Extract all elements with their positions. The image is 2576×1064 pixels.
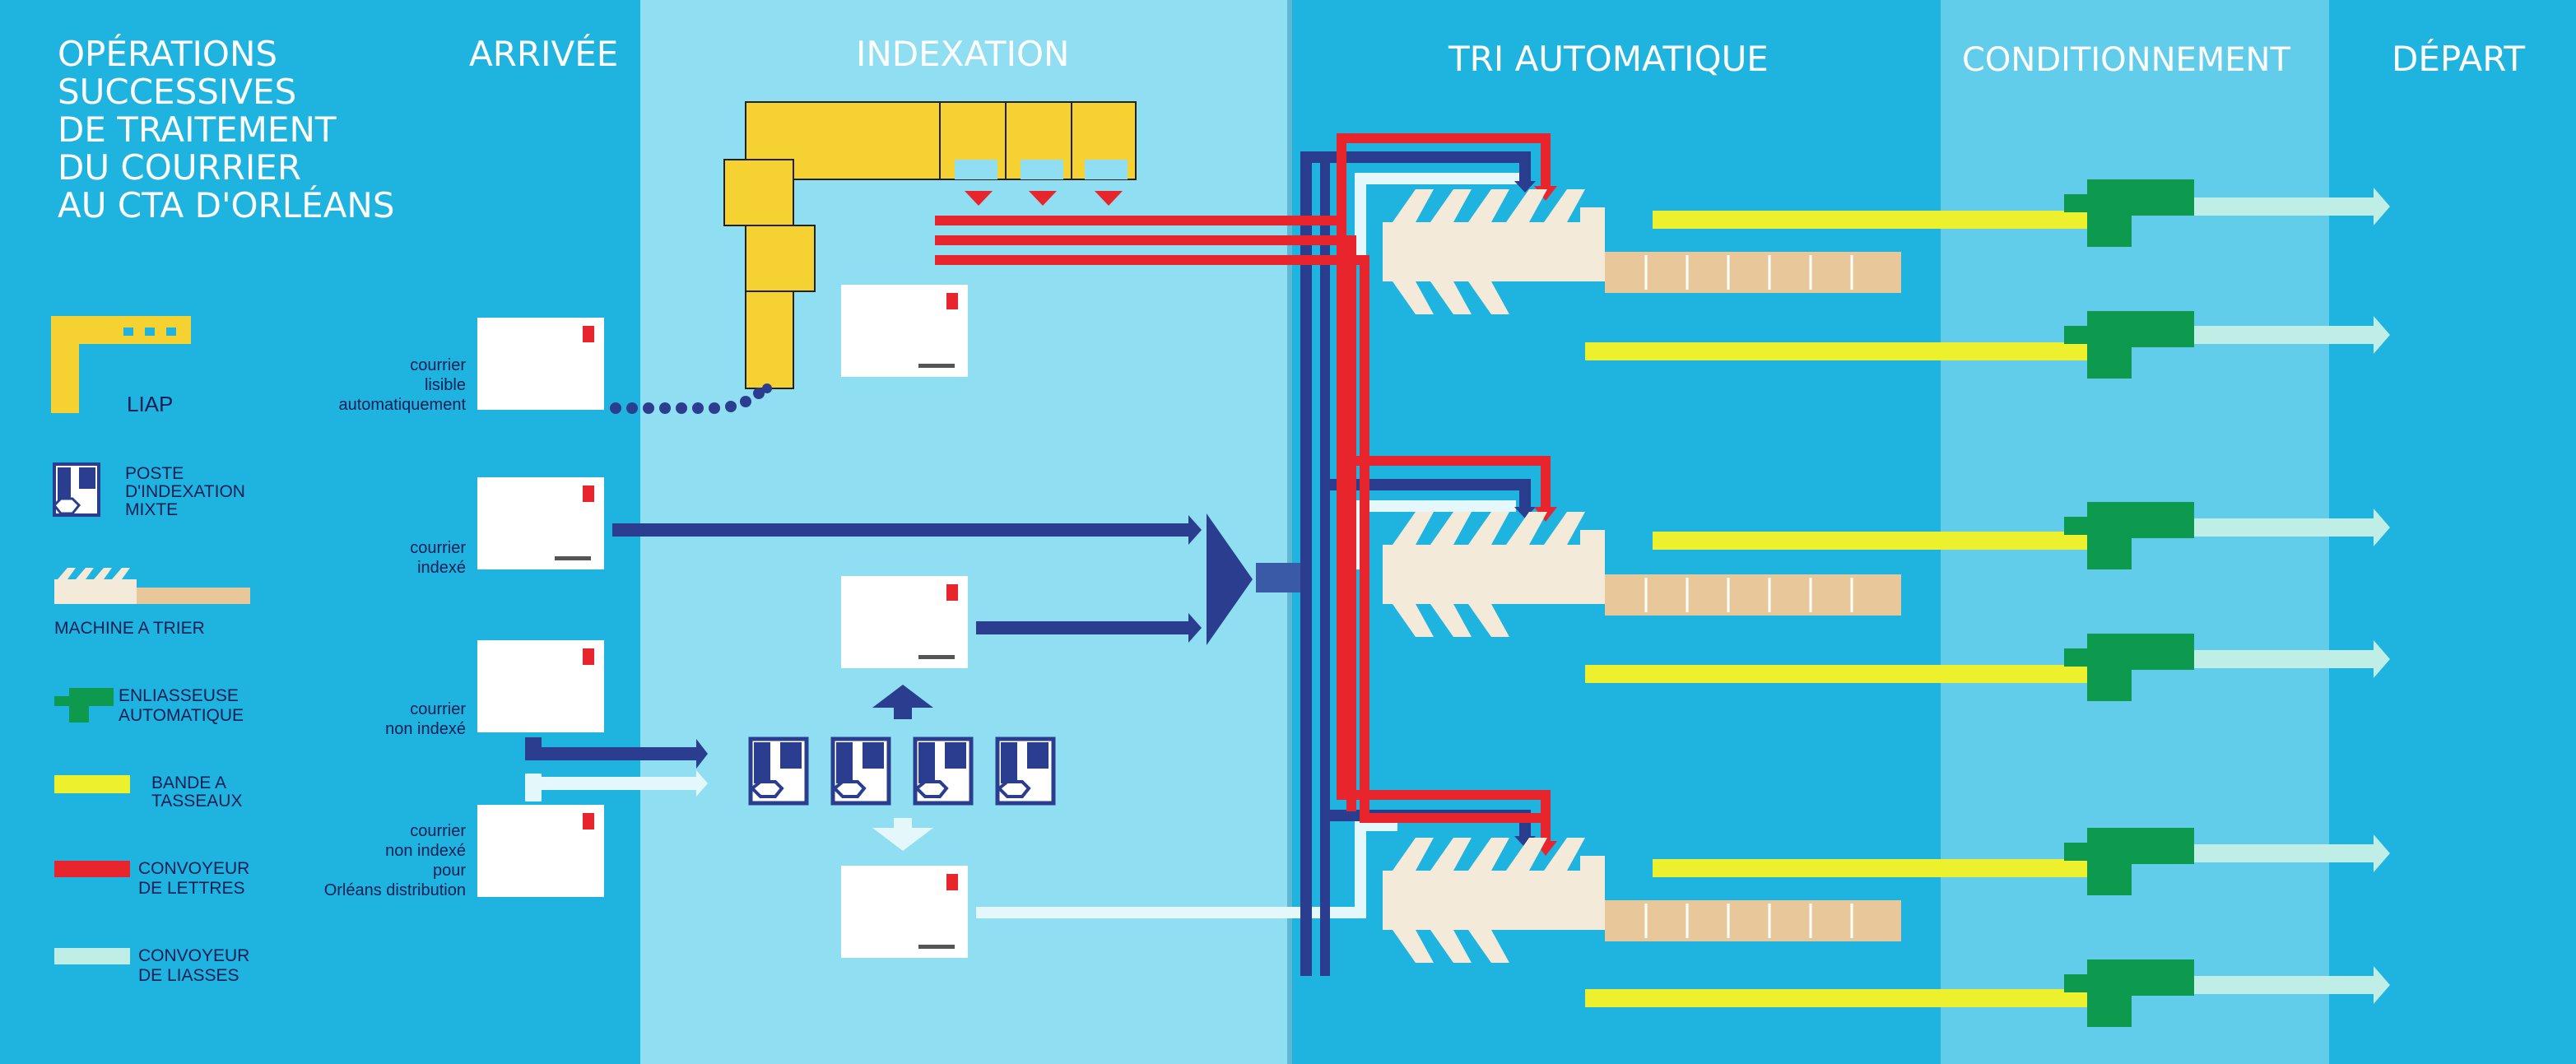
arrow-icon [965,191,993,206]
legend: LIAP POSTE D'INDEXATION MIXTE MACHINE A … [51,316,250,985]
machine-a-trier-icon [1381,510,1903,639]
mail-orleans-line-1: courrier [410,822,466,840]
mail-lisible-line-2: lisible [425,376,466,394]
legend-bande-line-2: TASSEAUX [151,792,242,811]
arrow-icon [1188,515,1202,545]
title-line-4: DU COURRIER [58,147,301,188]
convoyeur-liasses-link [1355,820,1366,918]
flow-orleans [525,774,542,801]
legend-enliasseuse-line-1: ENLIASSEUSE [119,686,239,705]
distributor-arrow [1207,513,1253,645]
legend-conv-liasses-line-1: CONVOYEUR [138,946,249,965]
title-line-2: SUCCESSIVES [58,72,296,112]
title-line-5: AU CTA D'ORLÉANS [58,184,395,225]
enliasseuse-icon [54,688,114,722]
title-line-3: DE TRAITEMENT [58,109,337,150]
mail-non-indexe-line-1: courrier [410,700,466,718]
convoyeur-lettres [935,133,1557,856]
poste-indexation-icon [751,739,807,803]
machine-a-trier-icon [1381,188,1903,316]
bande-tasseaux [1585,665,2089,683]
bande-tasseaux [1585,989,2089,1007]
flow-indexation-out [976,621,1193,634]
poste-indexation-icon [833,739,889,803]
machine-a-trier-icon [54,568,250,604]
convoyeur-liasses [2189,188,2390,1004]
mail-lisible-line-3: automatiquement [338,396,466,414]
envelope-icon [477,318,604,410]
col-header-depart: DÉPART [2392,38,2525,79]
legend-poste-line-1: POSTE [125,464,184,483]
arrow-icon [872,818,933,851]
legend-machine-label: MACHINE A TRIER [54,619,205,638]
poste-indexation-icon [997,739,1053,803]
flow-non-indexe [525,747,700,760]
distributor-block [1256,563,1302,592]
bande-tasseaux-swatch [54,775,130,793]
mail-orleans-line-2: non indexé [385,842,466,860]
legend-conv-lettres-line-1: CONVOYEUR [138,859,249,878]
mail-non-indexe-line-2: non indexé [385,720,466,738]
envelope-icon [477,477,604,569]
legend-poste-line-2: D'INDEXATION [125,482,245,501]
flow-indexe [612,523,1193,537]
flow-orleans [542,777,700,790]
mail-orleans-line-3: pour [433,862,466,880]
col-header-arrivee: ARRIVÉE [469,33,618,74]
title-line-1: OPÉRATIONS [58,33,277,74]
envelope-icon [477,805,604,897]
bande-tasseaux [1653,211,2089,229]
mail-indexe-line-2: indexé [417,559,466,577]
poste-indexation-icon [52,462,100,517]
bande-tasseaux [1653,859,2089,877]
legend-enliasseuse-line-2: AUTOMATIQUE [119,706,244,725]
mail-indexe-line-1: courrier [410,539,466,557]
legend-poste-line-3: MIXTE [125,500,178,519]
liap-icon [723,101,1137,389]
convoyeur-liasses-swatch [54,948,130,964]
legend-bande-line-1: BANDE A [151,774,226,792]
arrow-icon [1188,613,1202,643]
fold-line [1287,0,1292,1064]
machine-a-trier-icon [1381,836,1903,964]
mail-orleans-line-4: Orléans distribution [324,881,466,899]
liap-icon [51,316,191,413]
convoyeur-liasses-link [1355,173,1366,263]
envelope-icon [477,640,604,732]
arrow-icon [696,739,708,769]
legend-conv-lettres-line-2: DE LETTRES [138,879,245,898]
bande-tasseaux [1585,342,2089,360]
envelope-icon [841,866,968,958]
bande-tasseaux [1653,532,2089,550]
convoyeur-liasses-link [1355,500,1516,512]
legend-liap-label: LIAP [127,392,173,416]
arrow-icon [1029,191,1057,206]
col-header-conditionnement: CONDITIONNEMENT [1962,41,2290,79]
mail-lisible-line-1: courrier [410,356,466,374]
liap-feed-dots [610,383,772,414]
arrow-icon [872,685,933,719]
convoyeur-lettres-swatch [54,861,130,877]
legend-conv-liasses-line-2: DE LIASSES [138,966,239,985]
arrow-icon [1095,191,1123,206]
convoyeur-liasses-link [976,907,1363,918]
poste-indexation-icon [915,739,971,803]
arrow-icon [696,770,708,797]
envelope-icon [841,285,968,377]
col-header-tri: TRI AUTOMATIQUE [1448,39,1769,79]
envelope-icon [841,576,968,668]
convoyeur-liasses-link [1366,173,1531,184]
col-header-indexation: INDEXATION [856,34,1069,74]
